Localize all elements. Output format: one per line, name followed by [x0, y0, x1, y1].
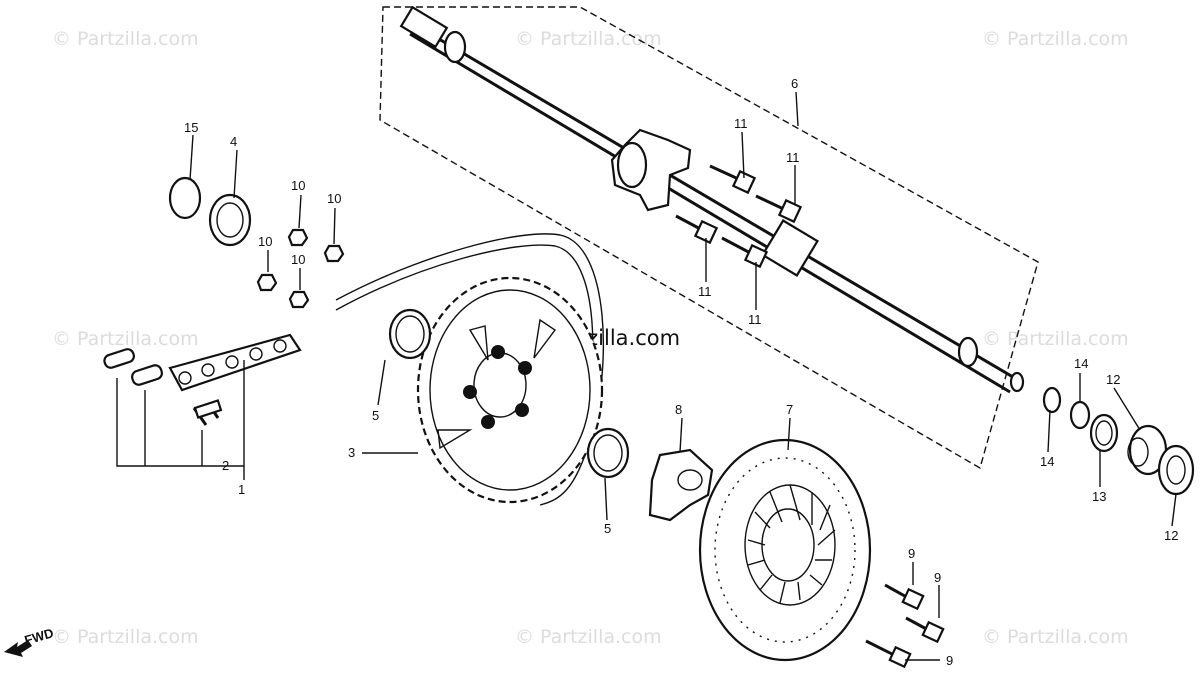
callout-label: 7: [786, 402, 793, 417]
watermark: © Partzilla.com: [982, 626, 1129, 648]
dust-seal: [593, 434, 623, 472]
caliper-holder: [648, 448, 714, 522]
callout-label: 12: [1106, 372, 1120, 387]
nut: [288, 290, 310, 309]
callout-label: 8: [675, 402, 682, 417]
bearing: [1157, 444, 1195, 496]
callout-label: 10: [258, 234, 272, 249]
dust-seal: [395, 315, 425, 353]
callout-label: 13: [1092, 489, 1106, 504]
brake-disc: [698, 438, 872, 662]
bolt-11: [721, 236, 769, 269]
circlip: [1042, 386, 1062, 414]
watermark: © Partzilla.com: [515, 626, 662, 648]
callout-label: 10: [291, 252, 305, 267]
callout-label: 2: [222, 458, 229, 473]
callout-label: 9: [908, 546, 915, 561]
fwd-label: FWD: [23, 625, 56, 648]
bolt-9: [905, 616, 945, 644]
watermark: © Partzilla.com: [52, 328, 199, 350]
callout-label: 5: [604, 521, 611, 536]
bolt-9: [865, 639, 912, 669]
callout-label: 9: [946, 653, 953, 668]
axle-group-outline: [379, 6, 1039, 470]
joint-clip: [103, 348, 135, 369]
callout-label: 11: [698, 284, 712, 299]
callout-label: 14: [1074, 356, 1088, 371]
bolt-11: [755, 194, 803, 224]
bolt-11: [709, 164, 757, 195]
callout-label: 15: [184, 120, 198, 135]
callout-label: 3: [348, 445, 355, 460]
callout-label: 1: [238, 482, 245, 497]
circlip: [168, 176, 202, 220]
callout-label: 14: [1040, 454, 1054, 469]
callout-label: 11: [748, 312, 762, 327]
axle-hub-flange: [610, 128, 692, 212]
watermark: © Partzilla.com: [52, 28, 199, 50]
joint-plate: [131, 364, 163, 386]
watermark: © Partzilla.com: [515, 28, 662, 50]
callout-label: 9: [934, 570, 941, 585]
sprocket: [416, 276, 604, 504]
callout-label: 11: [786, 150, 800, 165]
callout-label: 11: [734, 116, 748, 131]
collar: [1069, 400, 1091, 430]
callout-label: 6: [791, 76, 798, 91]
leader-lines: [116, 91, 1177, 661]
callout-label: 5: [372, 408, 379, 423]
callout-label: 10: [327, 191, 341, 206]
forward-arrow-icon: [4, 640, 32, 657]
oil-seal: [1095, 420, 1113, 446]
watermark: © Partzilla.com: [982, 328, 1129, 350]
joint-link: [192, 399, 223, 426]
adjuster-washer: [208, 193, 252, 247]
watermark: © Partzilla.com: [52, 626, 199, 648]
oil-seal: [1089, 413, 1119, 453]
callout-label: 4: [230, 134, 237, 149]
chain-links: [168, 333, 302, 392]
nut: [323, 244, 345, 263]
adjuster-washer: [216, 202, 244, 238]
watermark: © Partzilla.com: [982, 28, 1129, 50]
bolt-11: [675, 214, 719, 245]
callout-label: 12: [1164, 528, 1178, 543]
axle-shaft: [399, 5, 1025, 394]
bolt-9: [884, 583, 925, 611]
nut: [287, 228, 309, 247]
forward-direction-indicator: FWD: [4, 625, 55, 657]
callout-label: 10: [291, 178, 305, 193]
nut: [256, 273, 278, 292]
